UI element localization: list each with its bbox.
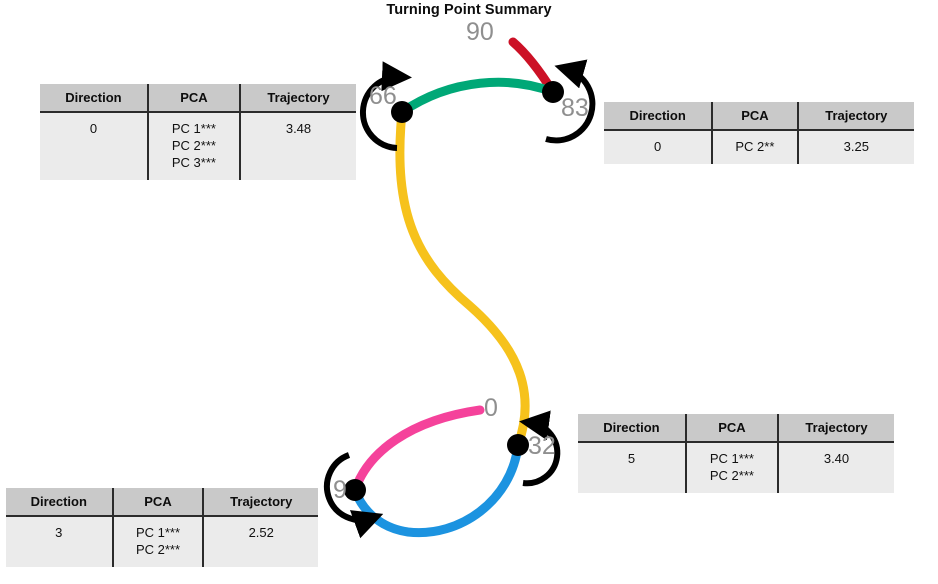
table-header-row: Direction PCA Trajectory	[578, 414, 894, 443]
pca-entry: PC 2**	[735, 139, 775, 154]
column-header-direction: Direction	[578, 414, 687, 443]
cell-pca: PC 1*** PC 2*** PC 3***	[147, 112, 242, 181]
green-segment	[397, 77, 558, 117]
cell-direction: 0	[604, 130, 714, 165]
rotation-arrow-66	[359, 61, 412, 151]
table-row: 0 PC 1*** PC 2*** PC 3*** 3.48	[40, 112, 356, 181]
pca-entry: PC 1***	[171, 121, 216, 136]
turning-point-node-32	[507, 434, 529, 456]
pca-entry: PC 2***	[171, 138, 216, 154]
cell-direction: 5	[578, 442, 687, 494]
rotation-arrow-32	[519, 410, 561, 487]
yellow-segment	[395, 107, 530, 450]
column-header-trajectory: Trajectory	[240, 84, 356, 113]
rotation-arrow-83	[545, 59, 596, 144]
cell-trajectory: 2.52	[203, 516, 318, 568]
column-header-pca: PCA	[112, 488, 205, 517]
pca-entry: PC 3***	[171, 155, 216, 171]
pink-segment	[350, 405, 485, 495]
column-header-trajectory: Trajectory	[797, 102, 914, 131]
turning-point-node-83	[542, 81, 564, 103]
turning-point-table-66: Direction PCA Trajectory 0 PC 1*** PC 2*…	[40, 84, 356, 181]
column-header-trajectory: Trajectory	[778, 414, 894, 443]
cell-pca: PC 1*** PC 2***	[685, 442, 780, 494]
node-label-0: 0	[484, 394, 498, 422]
node-label-9: 9	[333, 476, 347, 504]
column-header-direction: Direction	[604, 102, 714, 131]
pca-entry: PC 1***	[709, 451, 754, 466]
turning-point-node-66	[391, 101, 413, 123]
table-row: 0 PC 2** 3.25	[604, 130, 914, 165]
cell-trajectory: 3.40	[778, 442, 894, 494]
column-header-direction: Direction	[40, 84, 149, 113]
turning-point-node-9	[344, 479, 366, 501]
turning-point-table-9: Direction PCA Trajectory 3 PC 1*** PC 2*…	[6, 488, 318, 568]
cell-direction: 3	[6, 516, 114, 568]
rotation-arrow-9	[324, 452, 384, 539]
column-header-pca: PCA	[147, 84, 242, 113]
node-label-66: 66	[369, 82, 397, 110]
cell-trajectory: 3.48	[240, 112, 356, 181]
table-row: 5 PC 1*** PC 2*** 3.40	[578, 442, 894, 494]
cell-pca: PC 2**	[712, 130, 799, 165]
pca-entry: PC 2***	[709, 468, 754, 484]
column-header-pca: PCA	[685, 414, 780, 443]
table-header-row: Direction PCA Trajectory	[40, 84, 356, 113]
table-header-row: Direction PCA Trajectory	[604, 102, 914, 131]
pca-entry: PC 2***	[135, 542, 181, 558]
table-row: 3 PC 1*** PC 2*** 2.52	[6, 516, 318, 568]
column-header-trajectory: Trajectory	[203, 488, 318, 517]
cell-pca: PC 1*** PC 2***	[112, 516, 205, 568]
node-label-83: 83	[561, 94, 589, 122]
pca-entry: PC 1***	[135, 525, 181, 540]
page-title: Turning Point Summary	[386, 2, 552, 18]
node-label-32: 32	[528, 432, 556, 460]
turning-point-table-83: Direction PCA Trajectory 0 PC 2** 3.25	[604, 102, 914, 165]
node-label-90: 90	[466, 18, 494, 46]
cell-direction: 0	[40, 112, 149, 181]
column-header-direction: Direction	[6, 488, 114, 517]
column-header-pca: PCA	[712, 102, 799, 131]
cell-trajectory: 3.25	[797, 130, 914, 165]
turning-point-table-32: Direction PCA Trajectory 5 PC 1*** PC 2*…	[578, 414, 894, 494]
table-header-row: Direction PCA Trajectory	[6, 488, 318, 517]
